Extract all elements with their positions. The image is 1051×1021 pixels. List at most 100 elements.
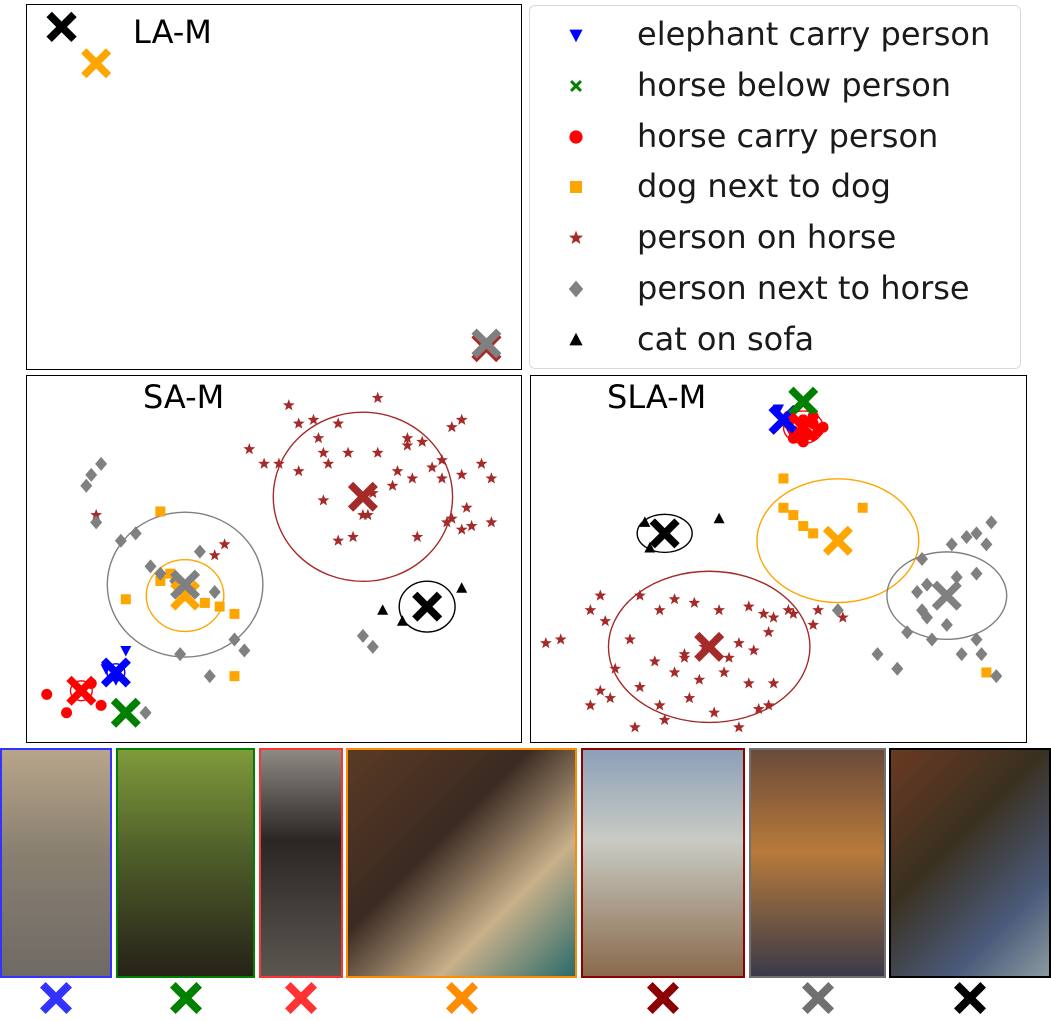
centroid-cross: [931, 580, 962, 611]
data-point: [120, 594, 131, 605]
data-point: [975, 647, 988, 662]
data-point: [401, 432, 414, 444]
cluster-ellipse: [145, 559, 225, 633]
data-point: [391, 465, 404, 477]
data-point: [604, 691, 617, 704]
centroid-cross: [347, 481, 378, 512]
data-point: [144, 559, 157, 574]
data-point: [688, 596, 701, 608]
data-point: [371, 446, 384, 458]
data-point: [229, 671, 240, 682]
data-point: [465, 519, 478, 532]
data-point: [723, 651, 735, 663]
data-point: [752, 702, 765, 715]
data-point: [377, 604, 389, 615]
data-point: [193, 544, 206, 559]
cluster-cross-icon: [169, 982, 202, 1014]
data-point: [456, 582, 468, 593]
centroid-cross: [66, 675, 97, 706]
cluster-cross-icon: [40, 982, 72, 1014]
data-point: [218, 538, 231, 550]
data-point: [648, 655, 661, 667]
data-point: [436, 454, 448, 466]
data-point: [41, 688, 53, 700]
data-point: [366, 486, 379, 499]
data-point: [401, 439, 414, 451]
example-photo: [0, 748, 112, 978]
cluster-ellipse: [398, 580, 456, 633]
panel-la-m: LA-M: [26, 4, 522, 370]
data-point: [594, 589, 607, 601]
data-point: [460, 501, 473, 513]
data-point: [678, 651, 691, 663]
data-point: [857, 502, 868, 513]
data-point: [831, 603, 844, 618]
data-point: [243, 443, 256, 455]
data-point: [312, 432, 325, 444]
centroid-cross: [170, 569, 201, 600]
panel-sa-m: SA-M: [26, 375, 522, 743]
data-point: [95, 456, 108, 471]
data-point: [332, 534, 345, 546]
data-point: [307, 413, 320, 425]
legend-marker-shape: [570, 181, 582, 194]
data-point: [485, 472, 498, 484]
data-point: [808, 528, 819, 539]
data-point: [357, 508, 369, 521]
data-point: [940, 617, 953, 632]
legend-entry: person next to horse: [530, 264, 1020, 314]
data-point: [406, 472, 419, 484]
data-point: [396, 615, 408, 626]
data-point: [371, 391, 384, 403]
data-point: [990, 669, 1003, 684]
data-point: [609, 662, 621, 674]
legend-entry: cat on sofa: [530, 315, 1020, 365]
centroid-cross: [788, 386, 819, 417]
data-point: [436, 472, 448, 484]
data-point: [292, 465, 305, 477]
data-point: [322, 457, 335, 469]
data-point: [203, 669, 216, 684]
data-point: [273, 457, 285, 469]
data-point: [332, 417, 345, 429]
data-point: [742, 677, 755, 689]
data-point: [80, 478, 93, 493]
data-point: [584, 604, 597, 616]
data-point: [599, 615, 612, 627]
data-point: [925, 632, 938, 647]
legend-marker-shape: [568, 280, 584, 298]
panel-sla-m: SLA-M: [530, 375, 1027, 743]
legend-marker: [568, 280, 584, 298]
data-point: [95, 699, 107, 711]
legend-entry: horse carry person: [530, 112, 1020, 162]
legend-marker: [569, 332, 583, 346]
data-point: [282, 399, 295, 411]
cluster-ellipse: [636, 513, 693, 554]
cluster-ellipse: [607, 570, 811, 724]
panel-title: SLA-M: [607, 378, 707, 416]
data-point: [199, 597, 210, 608]
legend-marker-shape: [569, 332, 583, 346]
data-point: [634, 680, 646, 693]
example-photo: [889, 748, 1051, 978]
legend-marker-shape: [569, 129, 583, 144]
data-point: [778, 473, 789, 484]
legend-marker: [570, 79, 582, 92]
data-point: [90, 515, 103, 530]
example-photo: [116, 748, 255, 978]
data-point: [139, 705, 152, 720]
legend-label: person on horse: [637, 218, 897, 257]
data-point: [634, 589, 646, 601]
data-point: [668, 593, 681, 605]
data-point: [554, 633, 567, 645]
data-point: [174, 647, 187, 662]
data-point: [441, 516, 453, 528]
data-point: [61, 707, 73, 719]
data-point: [798, 521, 809, 532]
data-point: [945, 537, 958, 552]
data-point: [960, 530, 973, 545]
data-point: [797, 436, 809, 448]
data-point: [767, 611, 780, 623]
data-point: [921, 610, 933, 625]
data-point: [624, 633, 636, 645]
